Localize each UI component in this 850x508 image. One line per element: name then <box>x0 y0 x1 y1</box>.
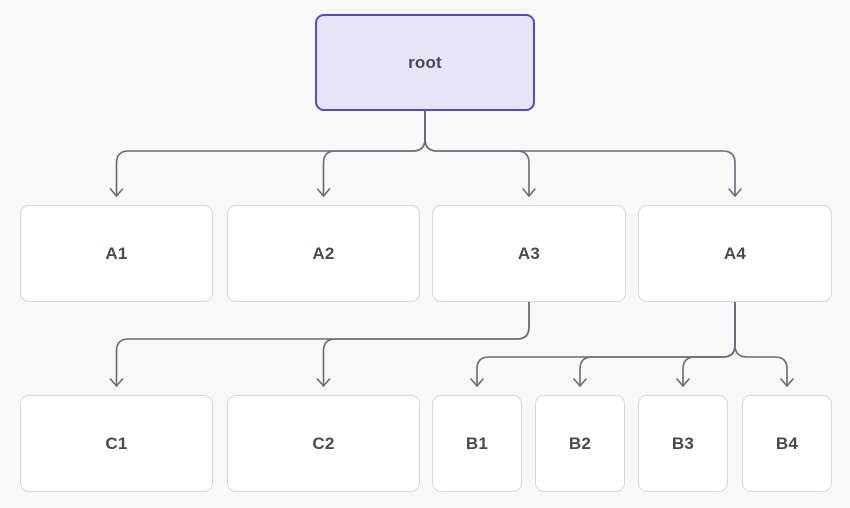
edge-root-A1 <box>115 110 426 197</box>
arrowhead-A4-B2 <box>573 378 587 387</box>
tree-node-B1[interactable]: B1 <box>432 395 522 492</box>
edge-A3-C1 <box>115 301 530 387</box>
tree-node-root[interactable]: root <box>315 14 535 111</box>
edge-root-A3 <box>424 110 530 197</box>
tree-node-A2[interactable]: A2 <box>227 205 420 302</box>
arrowhead-A4-B1 <box>470 378 484 387</box>
edge-root-A4 <box>424 110 736 197</box>
arrowhead-root-A4 <box>728 188 742 197</box>
arrowhead-root-A1 <box>109 188 124 197</box>
tree-node-B4[interactable]: B4 <box>742 395 832 492</box>
tree-node-A4[interactable]: A4 <box>638 205 832 302</box>
edge-A4-B4 <box>734 301 788 387</box>
arrowhead-A3-C1 <box>109 378 124 387</box>
edge-root-A2 <box>322 110 426 197</box>
tree-node-A3[interactable]: A3 <box>432 205 626 302</box>
edge-A4-B1 <box>476 301 736 387</box>
arrowhead-A3-C2 <box>316 378 331 387</box>
edge-A3-C2 <box>322 301 530 387</box>
arrowhead-A4-B4 <box>780 378 794 387</box>
edge-A4-B3 <box>682 301 736 387</box>
tree-node-B2[interactable]: B2 <box>535 395 625 492</box>
edge-A4-B2 <box>579 301 736 387</box>
arrowhead-A4-B3 <box>676 378 690 387</box>
arrowhead-root-A3 <box>522 188 536 197</box>
arrowhead-root-A2 <box>316 188 331 197</box>
tree-node-A1[interactable]: A1 <box>20 205 213 302</box>
tree-node-C1[interactable]: C1 <box>20 395 213 492</box>
tree-node-C2[interactable]: C2 <box>227 395 420 492</box>
tree-node-B3[interactable]: B3 <box>638 395 728 492</box>
